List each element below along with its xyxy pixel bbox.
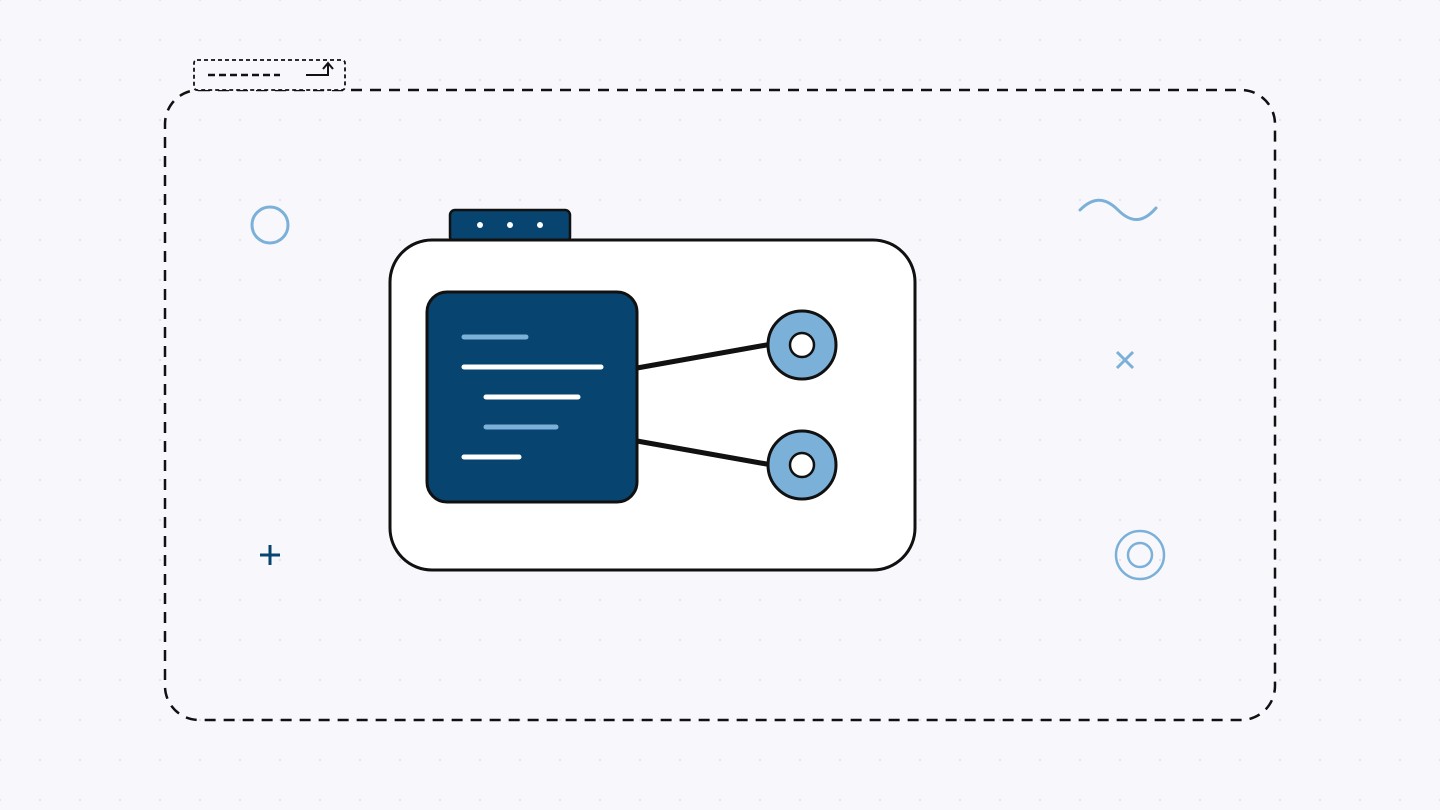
wave-icon [1078, 198, 1158, 221]
text-lines-icon [425, 290, 639, 504]
circle-outline-icon [250, 205, 290, 245]
connector-lines [634, 341, 775, 468]
folder-tab-with-arrow-icon [193, 59, 346, 91]
circle-node-icon-top [766, 309, 838, 381]
dashed-frame [163, 88, 1277, 722]
circle-node-icon-bottom [766, 429, 838, 501]
concentric-circles-icon [1114, 529, 1166, 581]
x-icon [1115, 350, 1135, 370]
plus-icon [260, 545, 280, 565]
three-dots-icon [448, 208, 572, 244]
